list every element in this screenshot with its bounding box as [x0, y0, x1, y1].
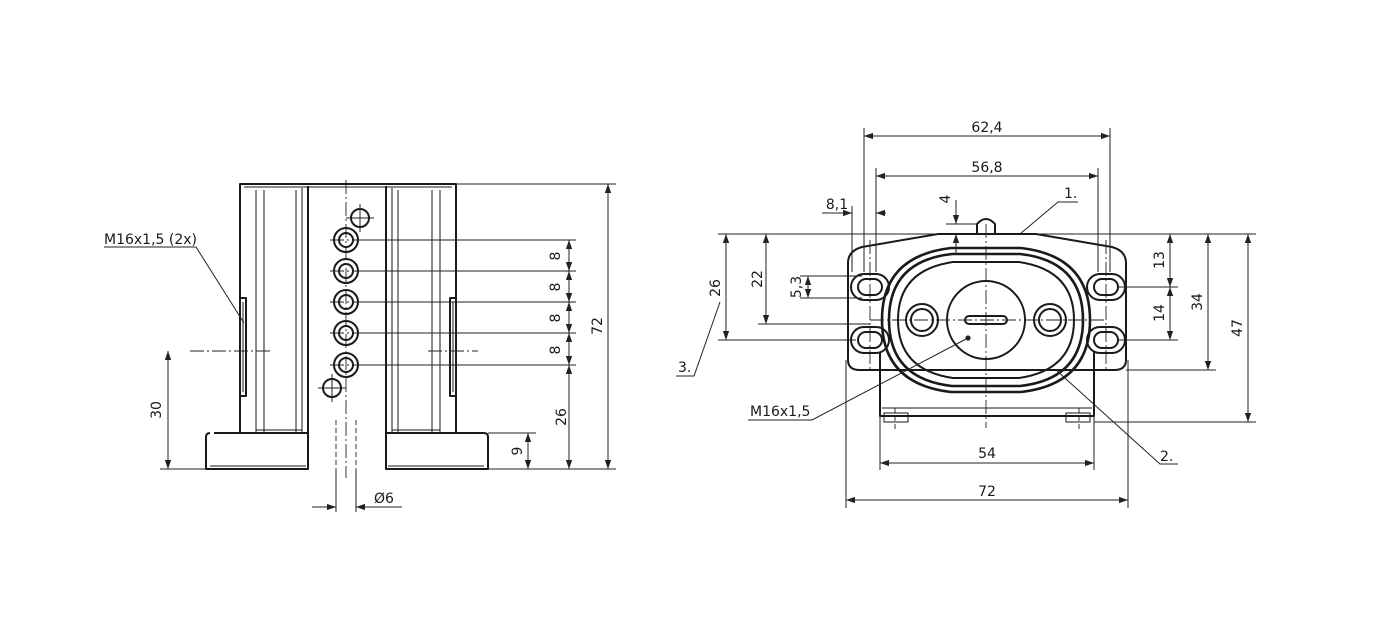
front-view: 62,4 56,8 8,1 4 22	[676, 120, 1256, 508]
side-view-body	[190, 180, 489, 478]
dim-13: 13	[1152, 251, 1168, 269]
side-view: 8 8 8 8 26 72 9 30 Ø6 M16x1,5 (2x)	[104, 180, 616, 512]
dim-72: 72	[978, 484, 996, 500]
dim-pitch-label: 8	[548, 314, 564, 323]
side-view-dimensions: 8 8 8 8 26 72 9 30 Ø6 M16x1,5 (2x)	[104, 183, 616, 512]
dim-thread-height: 30	[149, 401, 165, 419]
foot	[883, 412, 909, 423]
dim-54: 54	[978, 446, 996, 462]
dim-4: 4	[938, 194, 954, 203]
contact-hole	[330, 352, 362, 378]
dim-base-height: 9	[510, 447, 526, 456]
dim-8-1: 8,1	[826, 197, 848, 213]
diameter-label: Ø6	[374, 491, 394, 507]
dim-top-hole-to-base: 26	[554, 408, 570, 426]
contact-hole	[330, 289, 362, 315]
dim-pitch-label: 8	[548, 283, 564, 292]
dim-pitch-label: 8	[548, 252, 564, 261]
dim-5-3: 5,3	[789, 276, 805, 298]
callout-3: 3.	[678, 360, 691, 376]
front-view-dimensions: 62,4 56,8 8,1 4 22	[676, 120, 1256, 508]
callout-2: 2.	[1160, 449, 1173, 465]
dim-pitch-label: 8	[548, 346, 564, 355]
dim-47: 47	[1230, 319, 1246, 337]
side-thread-label: M16x1,5 (2x)	[104, 232, 197, 248]
dim-62-4: 62,4	[971, 120, 1002, 136]
contact-hole	[330, 258, 362, 284]
dim-total-height: 72	[590, 317, 606, 335]
dim-14: 14	[1152, 304, 1168, 322]
callout-1: 1.	[1064, 186, 1077, 202]
dim-22: 22	[750, 270, 766, 288]
dim-26: 26	[708, 279, 724, 297]
side-view-holes	[330, 227, 362, 378]
dim-34: 34	[1190, 293, 1206, 311]
front-thread-label: M16x1,5	[750, 404, 810, 420]
dim-56-8: 56,8	[971, 160, 1002, 176]
foot	[1065, 412, 1091, 423]
contact-hole	[330, 227, 362, 253]
contact-hole	[330, 320, 362, 346]
front-view-body	[847, 218, 1127, 430]
